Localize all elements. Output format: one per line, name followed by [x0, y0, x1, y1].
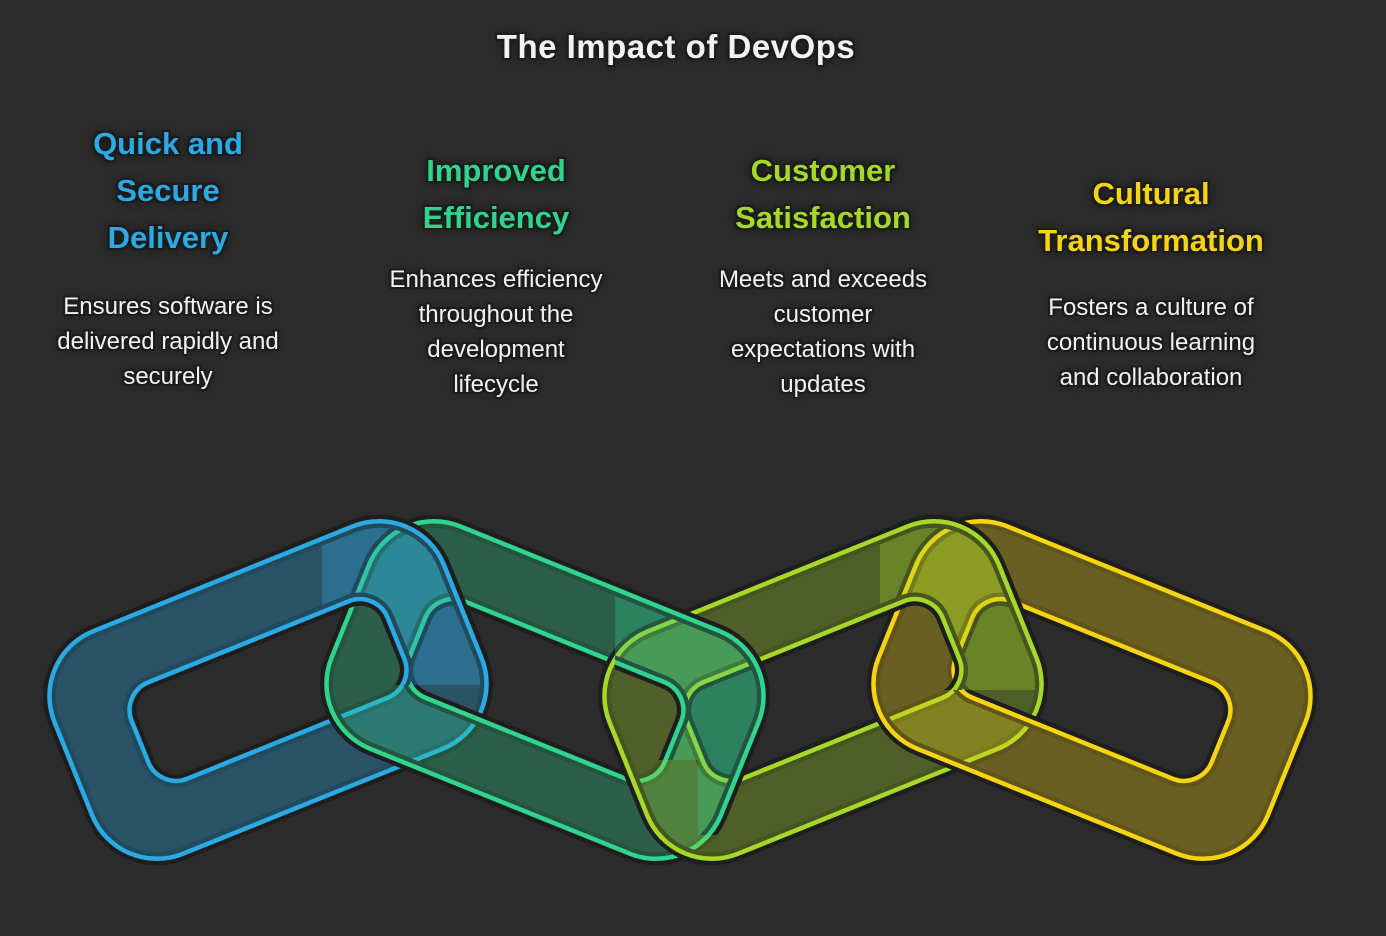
description-line: Ensures software is — [63, 293, 273, 320]
description-line: Fosters a culture of — [1048, 294, 1254, 321]
description-line: expectations with — [730, 336, 916, 363]
description-line: Enhances efficiency — [389, 266, 603, 293]
heading-line: Secure — [116, 173, 220, 208]
description-line: delivered rapidly and — [57, 328, 279, 355]
column-quick-and-secure-delivery: Quick and Secure Delivery Ensures softwa… — [18, 120, 318, 394]
column-heading: Improved Efficiency — [346, 147, 646, 241]
description-line: development — [427, 336, 565, 363]
description-line: lifecycle — [453, 371, 539, 398]
heading-line: Transformation — [1038, 223, 1264, 258]
description-line: continuous learning — [1046, 329, 1256, 356]
heading-line: Cultural — [1092, 176, 1210, 211]
description-line: and collaboration — [1059, 364, 1243, 391]
column-description: Enhances efficiency throughout the devel… — [346, 262, 646, 402]
description-line: Meets and exceeds — [718, 266, 928, 293]
description-line: customer — [773, 301, 873, 328]
column-customer-satisfaction: Customer Satisfaction Meets and exceeds … — [673, 147, 973, 402]
column-heading: Quick and Secure Delivery — [18, 120, 318, 261]
column-description: Meets and exceeds customer expectations … — [673, 262, 973, 402]
heading-line: Improved — [426, 153, 566, 188]
description-line: updates — [780, 371, 866, 398]
description-line: throughout the — [418, 301, 574, 328]
column-cultural-transformation: Cultural Transformation Fosters a cultur… — [1001, 170, 1301, 395]
heading-line: Delivery — [107, 220, 229, 255]
heading-line: Quick and — [93, 126, 243, 161]
column-description: Ensures software is delivered rapidly an… — [18, 289, 318, 394]
heading-line: Customer — [750, 153, 896, 188]
column-description: Fosters a culture of continuous learning… — [1001, 290, 1301, 395]
description-line: securely — [123, 363, 213, 390]
column-improved-efficiency: Improved Efficiency Enhances efficiency … — [346, 147, 646, 402]
column-heading: Cultural Transformation — [1001, 170, 1301, 264]
heading-line: Efficiency — [422, 200, 570, 235]
column-heading: Customer Satisfaction — [673, 147, 973, 241]
page-title: The Impact of DevOps — [496, 28, 856, 65]
heading-line: Satisfaction — [735, 200, 911, 235]
